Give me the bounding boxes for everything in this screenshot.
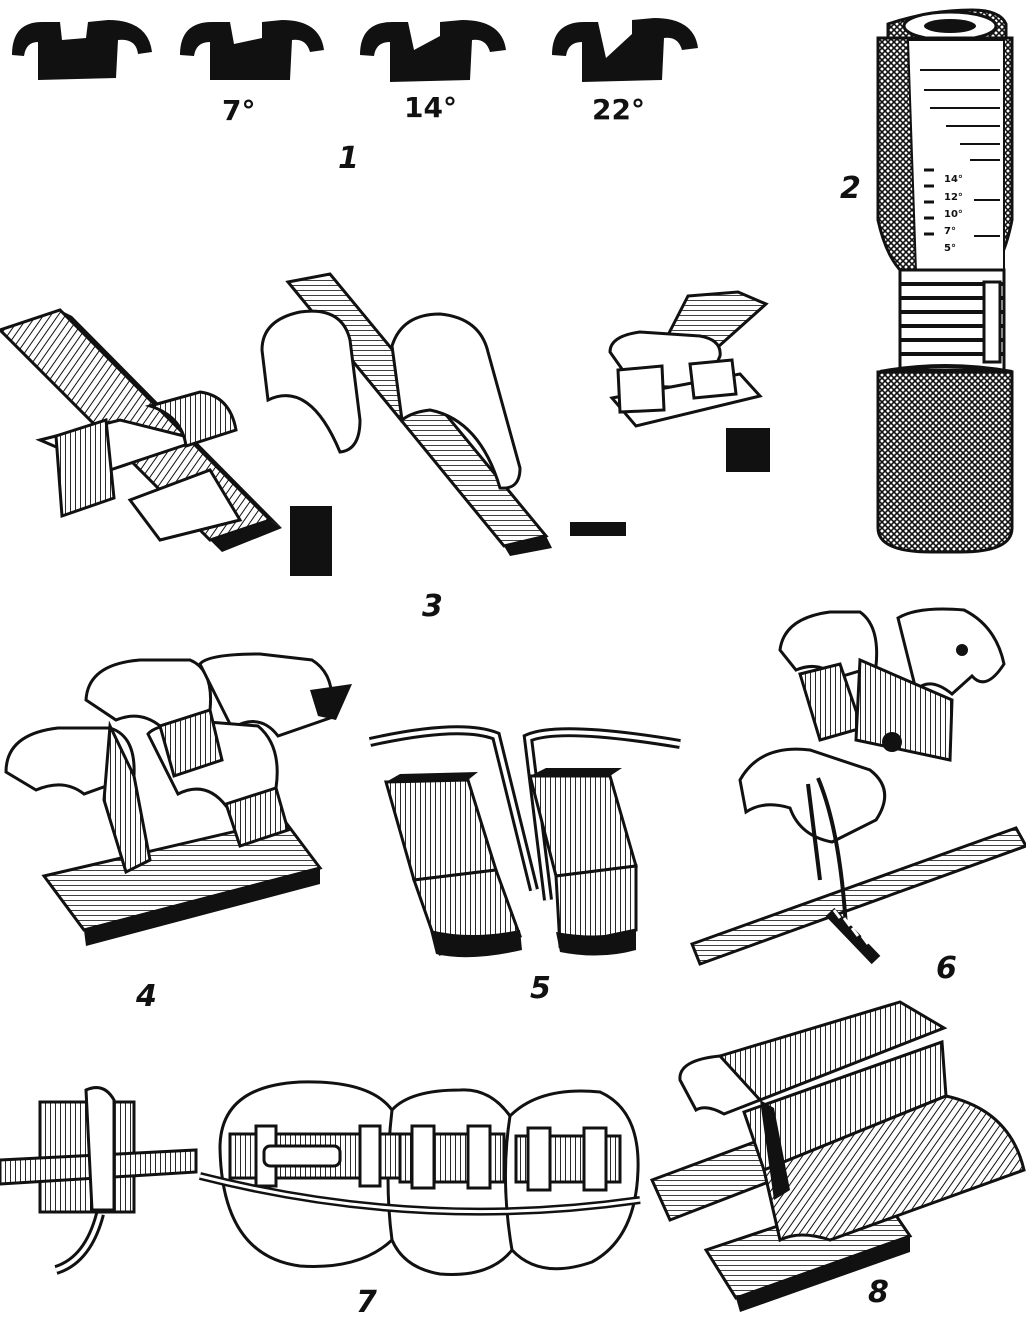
fig7-dental-arch: 7 — [0, 1080, 641, 1320]
figure-number-1: 1 — [338, 141, 359, 176]
slot-profile-14deg — [360, 20, 506, 82]
tool-scale-14: 14° — [944, 174, 963, 185]
wire-section-rect-flat — [570, 522, 626, 536]
fig3-bracket-right — [608, 290, 770, 472]
fig3-bracket-middle — [260, 272, 626, 556]
tool-scale-7: 7° — [944, 226, 956, 237]
fig1-slot-profiles: 7° 14° 22° 1 — [12, 18, 698, 176]
slot-profile-0deg — [12, 20, 152, 80]
slot-profile-22deg — [552, 18, 698, 82]
figure-number-7: 7 — [356, 1285, 377, 1320]
figure-number-6: 6 — [936, 951, 957, 986]
fig2-tick-scale: 14° 12° 10° 7° 5° — [924, 168, 963, 254]
fig2-threaded-neck — [898, 268, 1006, 372]
fig3-bracket-types: 3 — [0, 272, 770, 624]
angle-label-14: 14° — [404, 91, 457, 124]
slot-profile-7deg — [180, 20, 324, 80]
figure-number-8: 8 — [868, 1275, 889, 1310]
figure-number-4: 4 — [135, 979, 157, 1014]
fig4-twin-bracket: 4 — [4, 652, 352, 1014]
fig6-ligature-bracket: 6 — [690, 607, 1026, 986]
fig2-face-shading — [920, 69, 1000, 237]
angle-label-7: 7° — [222, 94, 255, 127]
fig5-loop-bracket: 5 — [368, 725, 681, 1006]
fig6-twisted-ligature — [825, 907, 881, 965]
fig8-padded-bracket: 8 — [649, 1000, 1026, 1312]
figure-number-5: 5 — [530, 971, 551, 1006]
tool-scale-5: 5° — [944, 243, 956, 254]
fig3-bracket-left — [0, 308, 332, 576]
figure-number-2: 2 — [840, 171, 861, 206]
tool-scale-10: 10° — [944, 209, 963, 220]
tool-scale-12: 12° — [944, 192, 963, 203]
fig2-torque-tool: 14° 12° 10° 7° 5° 2 — [840, 8, 1014, 554]
angle-label-22: 22° — [592, 93, 645, 126]
wire-section-rect-tall — [290, 506, 332, 576]
wire-section-square — [726, 428, 770, 472]
fig7-clip-bracket — [0, 1086, 198, 1275]
figure-number-3: 3 — [422, 589, 443, 624]
